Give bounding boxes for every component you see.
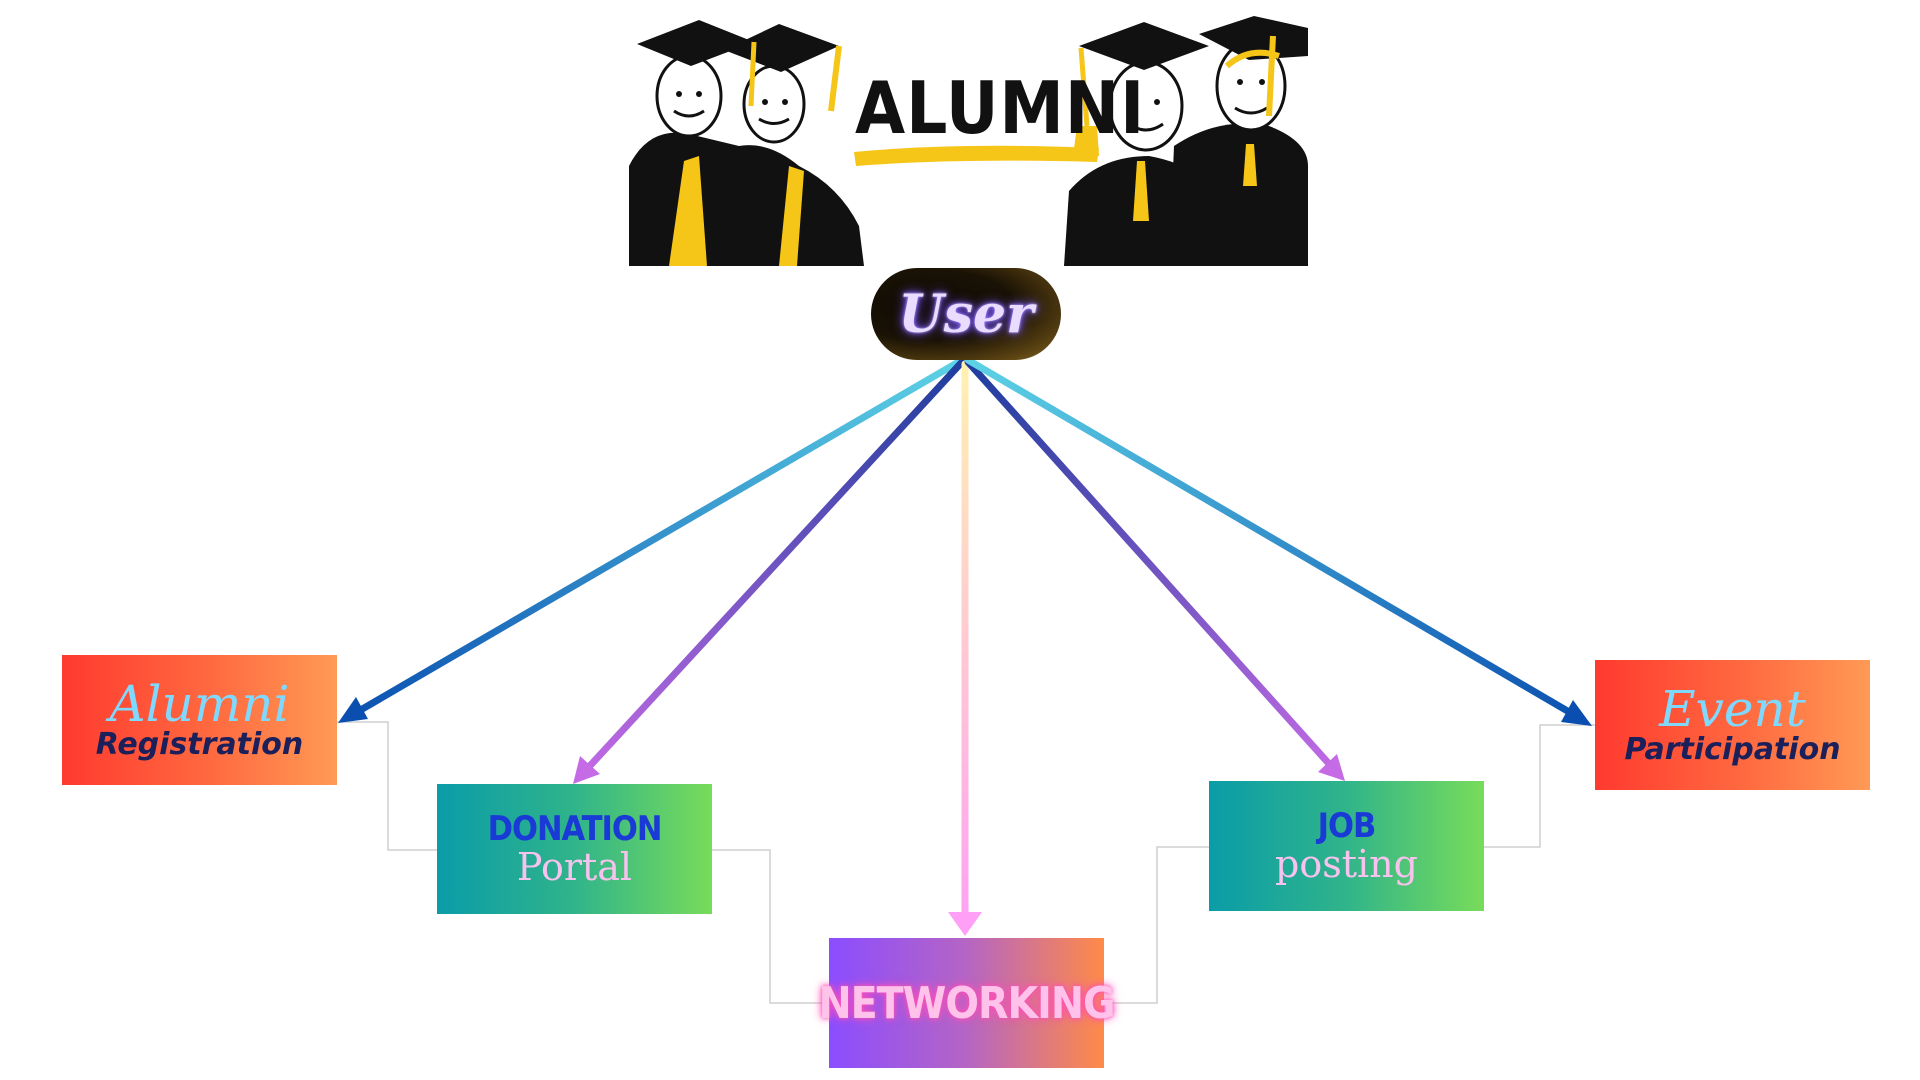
- graduates-illustration: [629, 16, 1308, 266]
- alumni-registration-box: Alumni Registration: [62, 655, 337, 785]
- connector-lines: [337, 721, 1595, 1004]
- event-participation-box: Event Participation: [1595, 660, 1870, 790]
- networking-title: NETWORKING: [818, 977, 1116, 1029]
- alumni-registration-subtitle: Registration: [95, 727, 304, 763]
- banner-title: ALUMNI: [855, 66, 1146, 150]
- networking-box: NETWORKING: [819, 938, 1116, 1068]
- donation-portal-title: DONATION: [487, 809, 663, 850]
- arrow-to-donation-portal: [573, 358, 966, 784]
- job-posting-box: JOB posting: [1209, 781, 1484, 911]
- arrow-to-alumni-registration: [338, 356, 966, 723]
- connector-networking-job: [1104, 846, 1209, 1004]
- arrow-to-event-participation: [964, 356, 1592, 726]
- connector-job-event: [1484, 724, 1595, 848]
- donation-portal-box: DONATION Portal: [437, 784, 712, 914]
- event-participation-subtitle: Participation: [1624, 732, 1841, 768]
- user-label: User: [898, 283, 1034, 345]
- alumni-banner: ALUMNI: [629, 16, 1308, 266]
- job-posting-subtitle: posting: [1275, 841, 1418, 886]
- connector-registration-donation: [337, 721, 437, 851]
- alumni-registration-title: Alumni: [109, 675, 290, 734]
- arrow-to-networking: [948, 360, 982, 936]
- arrow-to-job-posting: [964, 358, 1345, 781]
- event-participation-title: Event: [1659, 680, 1806, 739]
- donation-portal-subtitle: Portal: [516, 844, 633, 889]
- connector-donation-networking: [712, 849, 829, 1004]
- user-node: User: [871, 268, 1061, 360]
- job-posting-title: JOB: [1317, 806, 1377, 847]
